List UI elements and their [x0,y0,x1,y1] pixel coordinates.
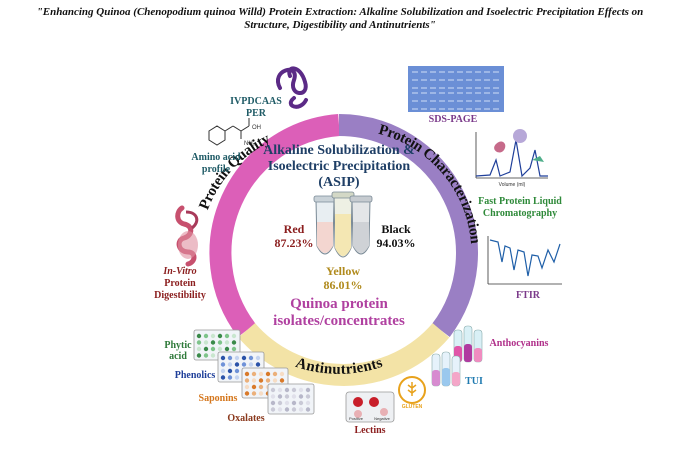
fplc-x-axis-label: Volume (ml) [499,182,526,188]
oxalates-well-plate [267,383,315,415]
ftir-label: FTIR [516,290,540,301]
lectin-positive-label: Positive [349,416,364,421]
sds-page-gel-image [408,66,504,112]
protein-squiggle-icon [276,66,308,109]
saponins-label: Saponins [198,393,238,404]
sds-page-label: SDS-PAGE [428,114,478,125]
digest-line-1: In-Vitro [163,266,197,277]
sample-black-value: 94.03% [376,236,416,250]
digestive-system-icon [175,205,199,267]
isolates-subtitle-line-2: isolates/concentrates [273,313,405,329]
phytic-line-2: acid [169,351,187,362]
oh-label: OH [252,125,261,131]
digestibility-label: In-Vitro Protein Digestibility [152,266,208,302]
asip-heading: Alkaline Solubilization & Isoelectric Pr… [259,143,419,191]
protein-blob-icon [513,129,527,143]
tui-label: TUI [465,376,483,387]
ring-segment-antinutrients [238,323,450,386]
sample-yellow-name: Yellow [326,264,360,278]
protein-fragment-icon [532,156,544,162]
tui-tubes-icon [431,351,461,387]
asip-heading-line-3: (ASIP) [318,175,360,190]
digest-line-3: Digestibility [154,290,206,301]
oxalates-label: Oxalates [227,413,265,424]
test-tube-red [313,195,337,255]
fplc-line-2: Chromatography [482,208,558,219]
anthocyanins-label: Anthocyanins [489,338,549,349]
gluten-icon [398,376,426,404]
amino-line-2: profile [201,164,231,175]
amino-line-1: Amino acid [191,152,241,163]
ring-label-antinutrients: Antinutrients [294,355,385,378]
sample-black-name: Black [381,222,411,236]
ftir-spectrum-chart [487,236,562,285]
isolates-subtitle: Quinoa protein isolates/concentrates [269,296,409,330]
gluten-label: GLUTEN [402,404,423,410]
figure-title: "Enhancing Quinoa (Chenopodium quinoa Wi… [0,6,680,32]
protein-blob-icon-2 [494,141,506,153]
asip-heading-line-1: Alkaline Solubilization & [263,143,415,158]
ring-segment-characterization [338,114,478,337]
fplc-line-1: Fast Protein Liquid [478,196,562,207]
amino-acid-structure-icon [208,118,250,146]
fplc-label: Fast Protein Liquid Chromatography [472,196,568,220]
lectin-plate-icon [345,391,395,423]
title-line-2: Structure, Digestibility and Antinutrien… [244,19,436,31]
test-tube-yellow [331,191,355,258]
lectin-negative-label: Negative [374,416,391,421]
sample-red-value: 87.23% [274,236,314,250]
isolates-subtitle-line-1: Quinoa protein [290,296,388,312]
sample-yellow-value: 86.01% [323,278,363,292]
sample-yellow: Yellow 86.01% [318,264,368,292]
ivpdcaas-label: IVPDCAAS PER [228,96,284,120]
per-text: PER [246,108,266,119]
digest-line-2: Protein [164,278,196,289]
sample-black: Black 94.03% [372,222,420,250]
sample-red: Red 87.23% [272,222,316,250]
title-line-1: "Enhancing Quinoa (Chenopodium quinoa Wi… [36,6,644,18]
sample-red-name: Red [283,222,305,236]
ring-segment-quality [209,114,340,337]
ivpdcaas-text: IVPDCAAS [230,96,282,107]
phytic-acid-label: Phytic acid [162,340,194,362]
lectins-label: Lectins [354,425,386,436]
test-tube-black [349,195,373,255]
phytic-line-1: Phytic [164,340,192,351]
asip-heading-line-2: Isoelectric Precipitation [267,159,411,174]
nh2-label: NH₂ [244,141,256,147]
amino-acid-label: Amino acid profile [186,152,246,176]
phenolics-label: Phenolics [174,370,216,381]
